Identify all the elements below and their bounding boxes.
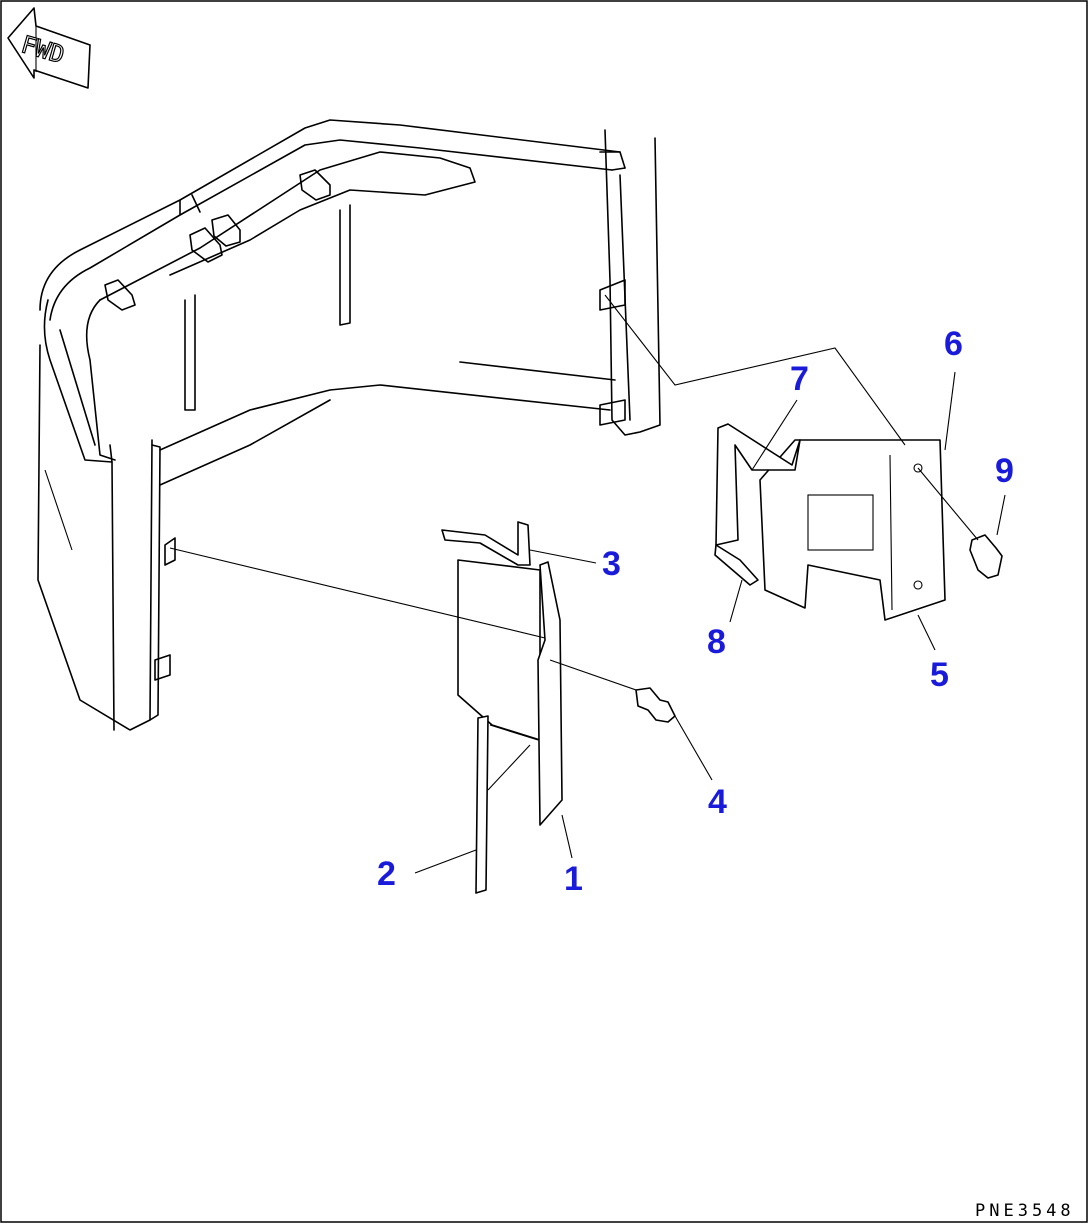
callout-5: 5 <box>930 656 949 694</box>
fwd-arrow-icon: FWD <box>7 7 91 89</box>
seal-strip-part-2 <box>475 715 531 894</box>
callout-2: 2 <box>377 855 396 893</box>
leader-lines <box>169 294 1006 874</box>
cab-frame <box>37 119 661 731</box>
fwd-label: FWD <box>18 30 67 69</box>
callout-9: 9 <box>995 452 1014 490</box>
callout-3: 3 <box>602 545 621 583</box>
callout-1: 1 <box>564 860 583 898</box>
drawing-code: PNE3548 <box>975 1201 1075 1221</box>
trim-part-7 <box>715 423 801 546</box>
rear-panel-part-5 <box>759 439 946 621</box>
rubber-seal-part-3 <box>441 521 531 566</box>
callout-8: 8 <box>707 623 726 661</box>
callout-7: 7 <box>790 360 809 398</box>
trim-part-8 <box>714 544 759 586</box>
bolt-part-4 <box>635 687 676 723</box>
side-panel-part-1 <box>457 559 563 826</box>
callout-6: 6 <box>944 325 963 363</box>
callout-4: 4 <box>708 783 727 821</box>
bolt-part-9 <box>969 534 1003 579</box>
